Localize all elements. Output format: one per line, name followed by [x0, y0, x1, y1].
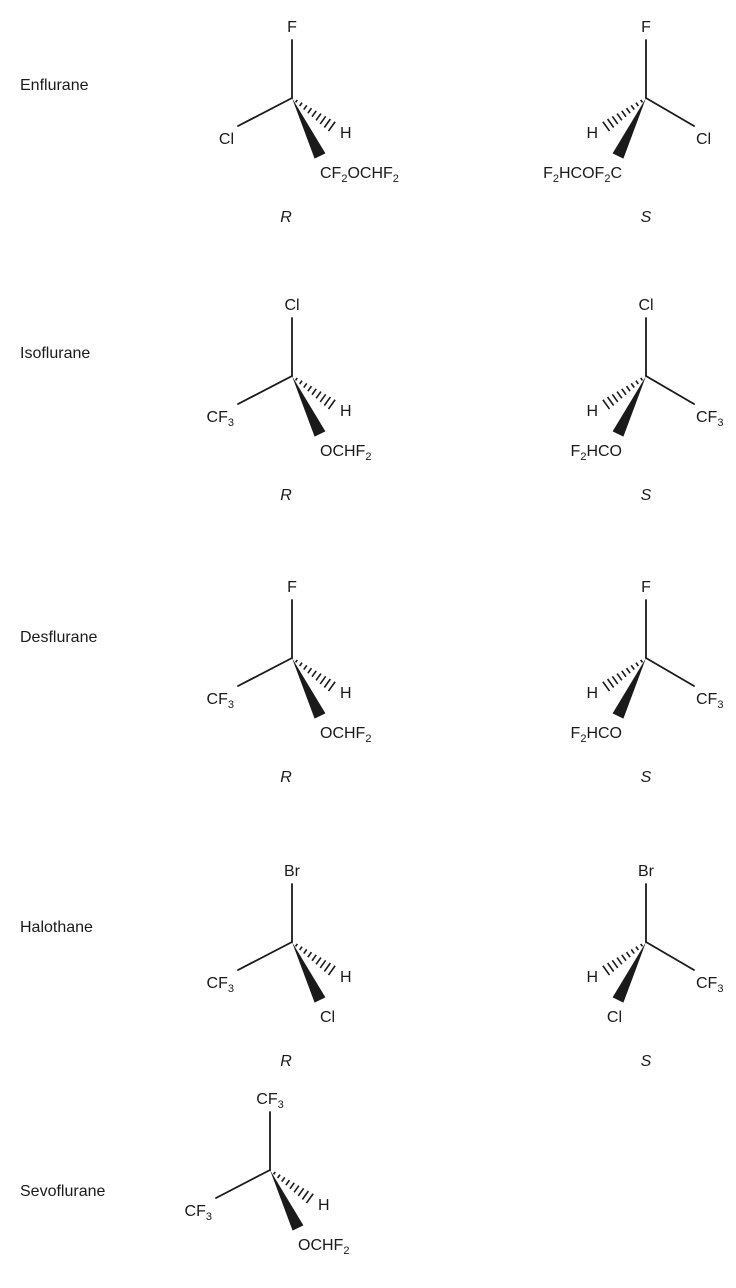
configuration-label: S [641, 769, 652, 786]
atom-wedge: OCHF2​ [298, 1237, 349, 1257]
atom-hash: H [318, 1197, 330, 1214]
atom-wedge: Cl [607, 1009, 622, 1026]
atom-left: CF3​ [207, 975, 234, 995]
hashed-bond [602, 943, 644, 976]
wedge-bond [270, 1170, 304, 1231]
atom-top: F [287, 579, 297, 596]
wedge-bond [292, 376, 326, 437]
wedge-bond [612, 942, 646, 1003]
bond-side [645, 375, 695, 405]
molecule-name: Sevoflurane [20, 1183, 105, 1200]
atom-hash: H [340, 125, 352, 142]
atom-top: CF3​ [256, 1091, 283, 1111]
atom-hash: H [586, 969, 598, 986]
atom-top: F [641, 579, 651, 596]
atom-top: F [641, 19, 651, 36]
atom-top: Br [284, 863, 301, 880]
atom-hash: H [340, 685, 352, 702]
molecule-name: Enflurane [20, 77, 89, 94]
configuration-label: S [641, 1053, 652, 1070]
wedge-bond [612, 658, 646, 719]
configuration-label: S [641, 487, 652, 504]
wedge-bond [612, 98, 646, 159]
bond-side [237, 941, 293, 971]
atom-wedge: F2​HCOF2​C [543, 165, 622, 185]
structure-r: F CF3​ H OCHF2​ R [207, 579, 372, 786]
configuration-label: R [280, 769, 292, 786]
hashed-bond [602, 659, 644, 692]
atom-left: CF3​ [207, 409, 234, 429]
atom-top: F [287, 19, 297, 36]
bond-side [645, 941, 695, 971]
atom-hash: H [586, 685, 598, 702]
atom-left: Cl [219, 131, 234, 148]
bond-side [237, 375, 293, 405]
atom-wedge: OCHF2​ [320, 443, 371, 463]
hashed-bond [602, 99, 644, 132]
atom-right: CF3​ [696, 975, 723, 995]
molecule-name: Halothane [20, 919, 93, 936]
hashed-bond [294, 943, 336, 976]
configuration-label: R [280, 487, 292, 504]
configuration-label: S [641, 209, 652, 226]
molecule-name: Desflurane [20, 629, 97, 646]
atom-wedge: CF2​OCHF2​ [320, 165, 399, 185]
structure-s: F Cl H F2​HCOF2​C S [543, 19, 711, 226]
configuration-label: R [280, 209, 292, 226]
atom-hash: H [586, 125, 598, 142]
bond-side [237, 97, 293, 127]
hashed-bond [294, 377, 336, 410]
atom-wedge: F2​HCO [571, 443, 622, 463]
atom-wedge: F2​HCO [571, 725, 622, 745]
atom-left: CF3​ [185, 1203, 212, 1223]
configuration-label: R [280, 1053, 292, 1070]
structure-achiral: CF3​ CF3​ H OCHF2​ [185, 1091, 350, 1257]
atom-hash: H [340, 969, 352, 986]
structure-r: F Cl H CF2​OCHF2​ R [219, 19, 399, 226]
wedge-bond [292, 658, 326, 719]
atom-right: CF3​ [696, 691, 723, 711]
structure-s: F CF3​ H F2​HCO S [571, 579, 724, 786]
molecule-name: Isoflurane [20, 345, 90, 362]
bond-side [645, 97, 695, 127]
atom-hash: H [586, 403, 598, 420]
atom-top: Br [638, 863, 655, 880]
hashed-bond [294, 99, 336, 132]
atom-wedge: OCHF2​ [320, 725, 371, 745]
hashed-bond [602, 377, 644, 410]
atom-top: Cl [284, 297, 299, 314]
atom-right: CF3​ [696, 409, 723, 429]
hashed-bond [294, 659, 336, 692]
atom-top: Cl [638, 297, 653, 314]
atom-hash: H [340, 403, 352, 420]
wedge-bond [292, 942, 326, 1003]
wedge-bond [612, 376, 646, 437]
hashed-bond [272, 1171, 314, 1204]
bond-side [237, 657, 293, 687]
wedge-bond [292, 98, 326, 159]
atom-wedge: Cl [320, 1009, 335, 1026]
bond-side [215, 1169, 271, 1199]
atom-left: CF3​ [207, 691, 234, 711]
bond-side [645, 657, 695, 687]
atom-right: Cl [696, 131, 711, 148]
